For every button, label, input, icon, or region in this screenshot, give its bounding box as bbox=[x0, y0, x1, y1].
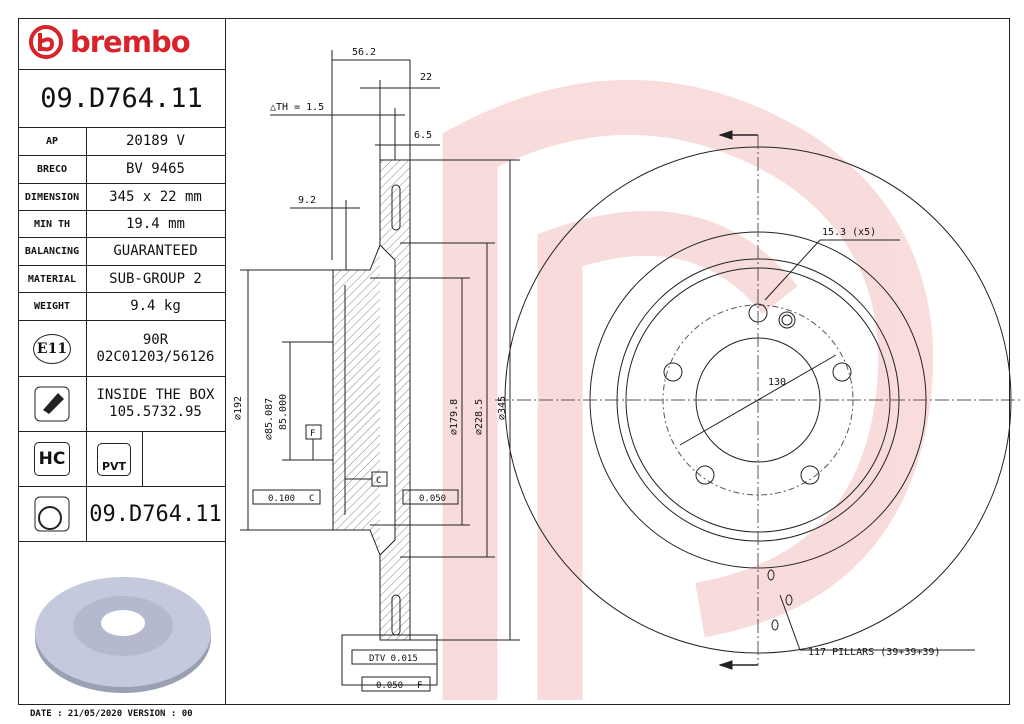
parallelism-tolerance: 0.100 bbox=[268, 494, 295, 504]
homologation-number: 02C01203/56126 bbox=[96, 348, 215, 365]
spec-label: WEIGHT bbox=[18, 293, 87, 320]
brand-name: brembo bbox=[70, 25, 191, 59]
dia-345: ⌀345 bbox=[497, 396, 508, 420]
disc-cross-section bbox=[240, 50, 520, 692]
dim-9-2: 9.2 bbox=[298, 195, 316, 206]
dia-85-min: 85.000 bbox=[278, 394, 289, 430]
pcd-label: 130 bbox=[768, 377, 786, 388]
hc-badge-icon: HC bbox=[33, 442, 71, 476]
screw-kit-number: 105.5732.95 bbox=[109, 404, 202, 420]
disc-caliper-icon bbox=[34, 496, 70, 532]
runout-ref: F bbox=[417, 681, 422, 691]
homologation-code: 90R bbox=[142, 331, 169, 348]
spec-value: GUARANTEED bbox=[113, 243, 198, 259]
dtv-tolerance: DTV 0.015 bbox=[369, 654, 418, 664]
spec-value: SUB-GROUP 2 bbox=[109, 270, 202, 287]
brembo-logo: brembo bbox=[28, 24, 191, 60]
logo-row: brembo bbox=[18, 18, 225, 70]
drawing-frame bbox=[18, 18, 1010, 705]
datum-c: C bbox=[376, 476, 381, 486]
dia-179-8: ⌀179.8 bbox=[449, 399, 460, 435]
brembo-b-icon bbox=[29, 25, 63, 59]
e11-mark-icon: E11 bbox=[32, 333, 72, 364]
screw-icon bbox=[34, 386, 70, 422]
spec-label: MIN TH bbox=[18, 211, 87, 237]
pvt-badge-icon: PVT bbox=[96, 442, 132, 476]
datum-f: F bbox=[310, 429, 315, 439]
disc-front-view bbox=[495, 130, 1020, 670]
dim-delta-th: △TH = 1.5 bbox=[270, 102, 324, 113]
spec-label: BALANCING bbox=[18, 238, 87, 265]
dim-22: 22 bbox=[420, 72, 432, 83]
footer-date-version: DATE : 21/05/2020 VERSION : 00 bbox=[30, 709, 193, 719]
spec-value: 19.4 mm bbox=[125, 215, 185, 232]
dim-6-5: 6.5 bbox=[414, 130, 432, 141]
dim-56-2: 56.2 bbox=[352, 47, 376, 58]
spec-value: 20189 V bbox=[125, 133, 185, 149]
dia-192: ⌀192 bbox=[233, 396, 244, 420]
part-number-bottom: 09.D764.11 bbox=[89, 501, 222, 527]
parallelism-ref: C bbox=[309, 494, 314, 504]
runout-tolerance: 0.050 bbox=[376, 681, 403, 691]
pillars-label: 117 PILLARS (39+39+39) bbox=[808, 647, 940, 658]
dia-228-5: ⌀228.5 bbox=[474, 399, 485, 435]
spec-value: 345 x 22 mm bbox=[109, 188, 202, 205]
brembo-watermark bbox=[442, 79, 934, 700]
spec-label: DIMENSION bbox=[18, 184, 87, 210]
part-number: 09.D764.11 bbox=[18, 70, 225, 128]
bolt-holes-label: 15.3 (x5) bbox=[822, 227, 876, 238]
spec-label: MATERIAL bbox=[18, 266, 87, 292]
spec-label: BRECO bbox=[18, 156, 87, 183]
dia-85-max: ⌀85.087 bbox=[264, 398, 275, 440]
spec-value: 9.4 kg bbox=[130, 298, 181, 314]
screws-note: INSIDE THE BOX bbox=[96, 387, 215, 403]
disc-product-image bbox=[35, 577, 211, 693]
spec-panel: brembo 09.D764.11 AP 20189 V BRECO BV 9465… bbox=[18, 18, 226, 705]
spec-label: AP bbox=[18, 128, 87, 155]
flatness-tolerance: 0.050 bbox=[419, 494, 446, 504]
spec-value: BV 9465 bbox=[125, 161, 185, 177]
